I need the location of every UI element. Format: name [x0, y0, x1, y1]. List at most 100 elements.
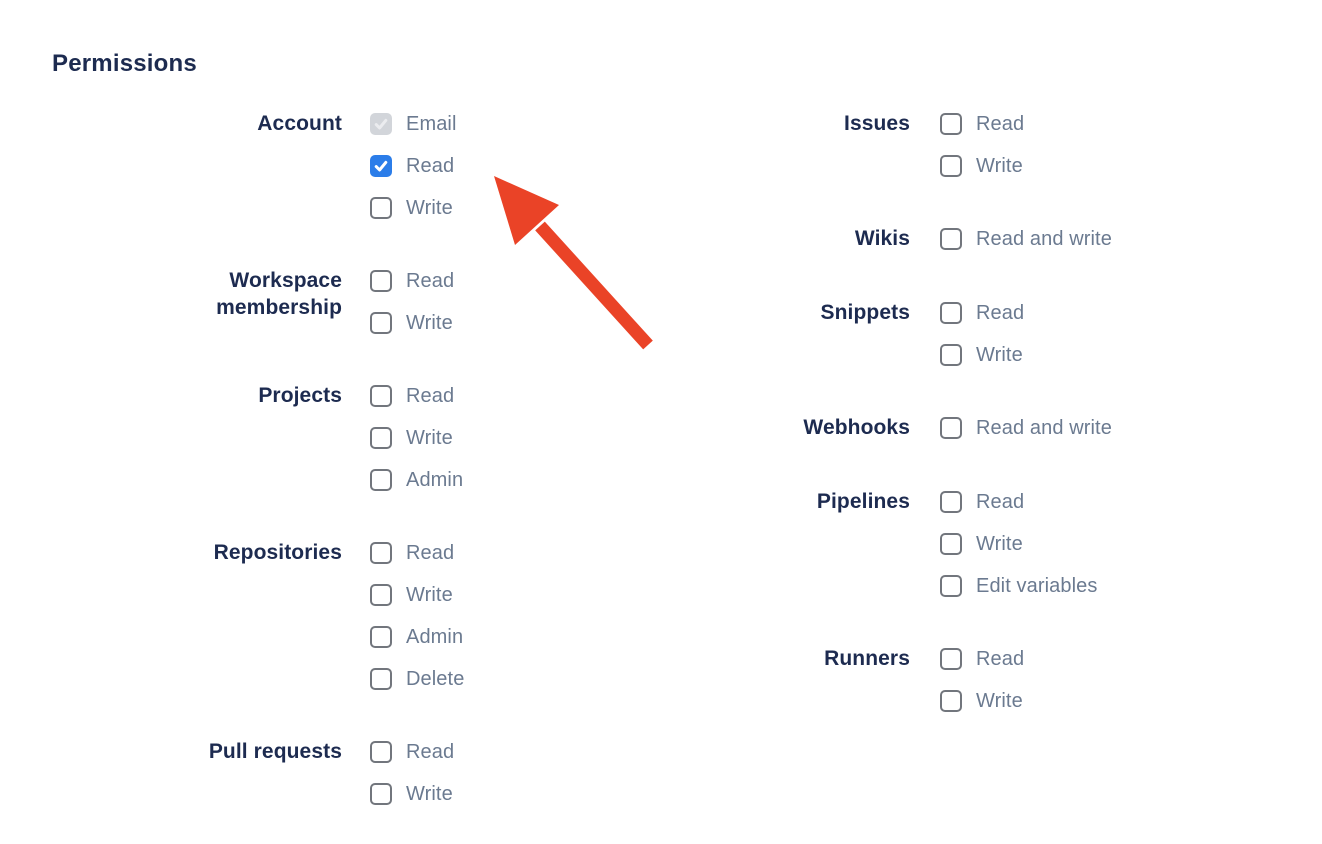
checkbox-runners-write[interactable] [940, 690, 962, 712]
checkbox-account-write[interactable] [370, 197, 392, 219]
option-repositories-delete[interactable]: Delete [370, 667, 660, 691]
permission-group-account: Account Email Read Write [162, 112, 660, 220]
option-account-write[interactable]: Write [370, 196, 660, 220]
checkbox-repositories-admin[interactable] [370, 626, 392, 648]
option-label-pipelines-edit-variables[interactable]: Edit variables [976, 575, 1098, 597]
checkbox-runners-read[interactable] [940, 648, 962, 670]
option-label-issues-write[interactable]: Write [976, 155, 1023, 177]
option-label-pipelines-write[interactable]: Write [976, 533, 1023, 555]
checkbox-webhooks-read-and-write[interactable] [940, 417, 962, 439]
option-label-runners-write[interactable]: Write [976, 690, 1023, 712]
option-label-account-email: Email [406, 113, 457, 135]
checkbox-repositories-read[interactable] [370, 542, 392, 564]
checkbox-workspace-membership-write[interactable] [370, 312, 392, 334]
permission-options: Read Write [940, 112, 1322, 178]
option-workspace-membership-read[interactable]: Read [370, 269, 660, 293]
option-runners-write[interactable]: Write [940, 689, 1322, 713]
checkbox-repositories-write[interactable] [370, 584, 392, 606]
option-projects-write[interactable]: Write [370, 426, 660, 450]
option-pull-requests-write[interactable]: Write [370, 782, 660, 806]
permission-group-projects: Projects Read Write Admin [162, 384, 660, 492]
option-label-repositories-admin[interactable]: Admin [406, 626, 464, 648]
permission-group-pull-requests: Pull requests Read Write [162, 740, 660, 806]
option-label-pipelines-read[interactable]: Read [976, 491, 1025, 513]
permission-group-wikis: Wikis Read and write [660, 227, 1322, 252]
option-label-snippets-write[interactable]: Write [976, 344, 1023, 366]
option-projects-admin[interactable]: Admin [370, 468, 660, 492]
option-pull-requests-read[interactable]: Read [370, 740, 660, 764]
checkbox-pull-requests-read[interactable] [370, 741, 392, 763]
option-snippets-read[interactable]: Read [940, 301, 1322, 325]
permission-options: Email Read Write [370, 112, 660, 220]
permission-options: Read and write [940, 416, 1322, 441]
option-label-workspace-membership-read[interactable]: Read [406, 270, 455, 292]
permission-options: Read and write [940, 227, 1322, 252]
permission-group-label-webhooks: Webhooks [803, 416, 910, 439]
checkbox-repositories-delete[interactable] [370, 668, 392, 690]
option-label-pull-requests-write[interactable]: Write [406, 783, 453, 805]
checkbox-issues-read[interactable] [940, 113, 962, 135]
option-repositories-write[interactable]: Write [370, 583, 660, 607]
option-runners-read[interactable]: Read [940, 647, 1322, 671]
checkbox-pipelines-read[interactable] [940, 491, 962, 513]
checkbox-pull-requests-write[interactable] [370, 783, 392, 805]
permission-group-label-snippets: Snippets [820, 301, 910, 324]
permission-group-pipelines: Pipelines Read Write Edit variables [660, 490, 1322, 598]
option-pipelines-write[interactable]: Write [940, 532, 1322, 556]
option-label-repositories-read[interactable]: Read [406, 542, 455, 564]
option-label-repositories-delete[interactable]: Delete [406, 668, 465, 690]
permission-options: Read Write Admin Delete [370, 541, 660, 691]
option-label-wikis-read-and-write[interactable]: Read and write [976, 228, 1112, 250]
checkbox-workspace-membership-read[interactable] [370, 270, 392, 292]
checkbox-projects-admin[interactable] [370, 469, 392, 491]
option-snippets-write[interactable]: Write [940, 343, 1322, 367]
option-webhooks-read-and-write[interactable]: Read and write [940, 416, 1322, 440]
checkbox-snippets-write[interactable] [940, 344, 962, 366]
option-account-read[interactable]: Read [370, 154, 660, 178]
checkbox-account-read[interactable] [370, 155, 392, 177]
permission-group-label-wikis: Wikis [854, 227, 910, 250]
option-label-repositories-write[interactable]: Write [406, 584, 453, 606]
option-projects-read[interactable]: Read [370, 384, 660, 408]
permission-options: Read Write [370, 269, 660, 335]
permissions-columns: Account Email Read Write Workspace membe… [52, 112, 1322, 806]
option-label-pull-requests-read[interactable]: Read [406, 741, 455, 763]
option-label-webhooks-read-and-write[interactable]: Read and write [976, 417, 1112, 439]
option-issues-read[interactable]: Read [940, 112, 1322, 136]
option-repositories-admin[interactable]: Admin [370, 625, 660, 649]
permission-group-label-issues: Issues [844, 112, 910, 135]
option-label-projects-read[interactable]: Read [406, 385, 455, 407]
option-label-account-write[interactable]: Write [406, 197, 453, 219]
permission-group-label-workspace-membership: Workspace membership [216, 269, 342, 319]
permission-group-webhooks: Webhooks Read and write [660, 416, 1322, 441]
checkbox-pipelines-write[interactable] [940, 533, 962, 555]
option-repositories-read[interactable]: Read [370, 541, 660, 565]
checkbox-projects-write[interactable] [370, 427, 392, 449]
option-wikis-read-and-write[interactable]: Read and write [940, 227, 1322, 251]
option-label-issues-read[interactable]: Read [976, 113, 1025, 135]
permission-options: Read Write [940, 301, 1322, 367]
option-label-snippets-read[interactable]: Read [976, 302, 1025, 324]
option-label-account-read[interactable]: Read [406, 155, 455, 177]
checkbox-projects-read[interactable] [370, 385, 392, 407]
permissions-column-right: Issues Read Write Wikis Read and write S… [660, 112, 1322, 713]
permission-group-label-runners: Runners [824, 647, 910, 670]
option-label-workspace-membership-write[interactable]: Write [406, 312, 453, 334]
option-issues-write[interactable]: Write [940, 154, 1322, 178]
permission-group-label-account: Account [257, 112, 342, 135]
option-label-runners-read[interactable]: Read [976, 648, 1025, 670]
option-pipelines-read[interactable]: Read [940, 490, 1322, 514]
option-label-projects-admin[interactable]: Admin [406, 469, 464, 491]
checkbox-pipelines-edit-variables[interactable] [940, 575, 962, 597]
checkbox-wikis-read-and-write[interactable] [940, 228, 962, 250]
option-pipelines-edit-variables[interactable]: Edit variables [940, 574, 1322, 598]
permission-group-issues: Issues Read Write [660, 112, 1322, 178]
checkbox-snippets-read[interactable] [940, 302, 962, 324]
permission-group-label-repositories: Repositories [213, 541, 342, 564]
permission-group-label-pull-requests: Pull requests [208, 740, 342, 763]
checkbox-issues-write[interactable] [940, 155, 962, 177]
option-label-projects-write[interactable]: Write [406, 427, 453, 449]
permissions-column-left: Account Email Read Write Workspace membe… [52, 112, 660, 806]
option-workspace-membership-write[interactable]: Write [370, 311, 660, 335]
